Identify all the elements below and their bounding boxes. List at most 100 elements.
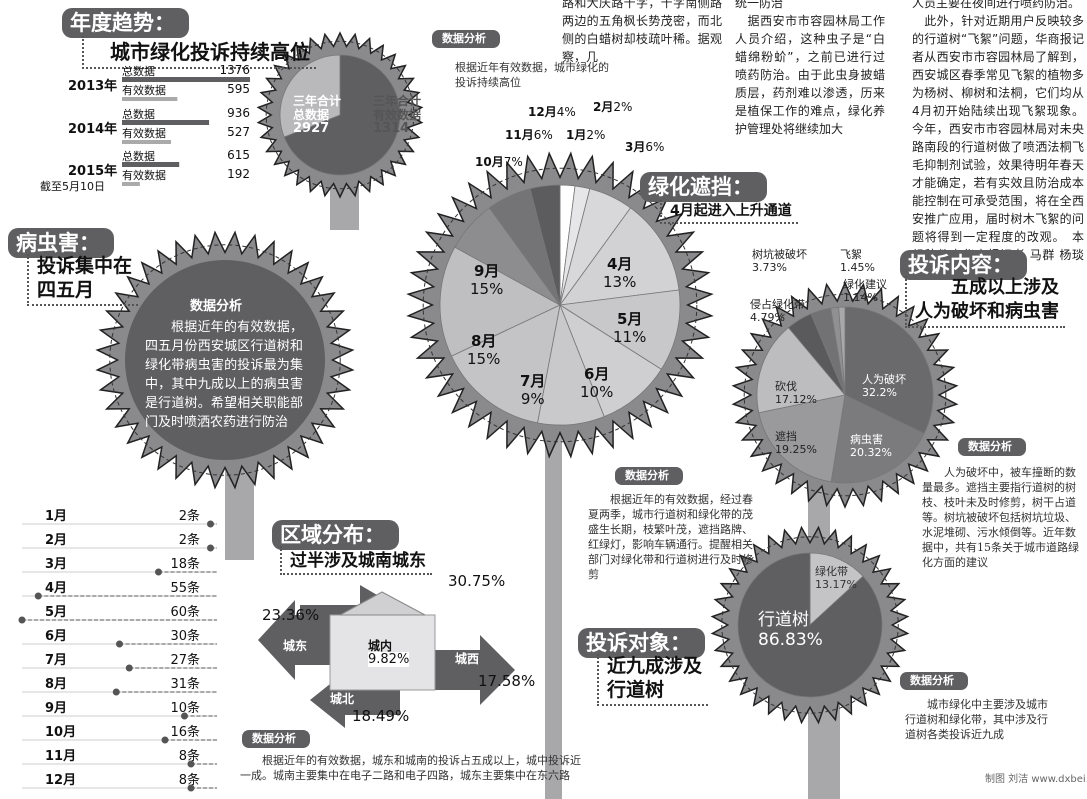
month-count: 55条 xyxy=(170,581,200,596)
region-name: 城西 xyxy=(455,652,480,666)
month-count-dot xyxy=(181,712,188,720)
region-subtitle: 过半涉及城南城东 xyxy=(280,546,432,575)
target-analysis-text: 城市绿化中主要涉及城市行道树和绿化带，其中涉及行道树各类投诉近九成 xyxy=(905,698,1048,741)
region-percent: 18.49% xyxy=(352,707,410,725)
month-label: 8月 xyxy=(45,677,68,692)
target-subtitle: 近九成涉及行道树 xyxy=(597,654,709,706)
month-pie-slice-8 xyxy=(439,246,561,357)
month-count-dot xyxy=(18,616,26,624)
month-count: 10条 xyxy=(170,701,200,716)
month-count-dot xyxy=(116,640,123,648)
valid-value: 192 xyxy=(227,167,250,181)
month-pie-label-12: 12月4% xyxy=(528,105,576,119)
trend-subtitle: 城市绿化投诉持续高位 xyxy=(82,36,316,69)
year-label: 2013年 xyxy=(68,79,118,94)
month-label: 12月 xyxy=(45,773,77,788)
month-count: 2条 xyxy=(178,533,200,548)
region-name: 城东 xyxy=(283,639,308,653)
article-column-2: 统一防治 据西安市市容园林局工作人员介绍，这种虫子是“白蜡绵粉蚧”，之前已进行过… xyxy=(735,0,885,136)
month-label: 6月 xyxy=(45,629,68,644)
pest-title: 病虫害： xyxy=(8,228,114,258)
content-pie-slice-7 xyxy=(838,306,846,396)
month-label: 3月 xyxy=(45,557,68,572)
region-name: 城北 xyxy=(330,692,355,706)
target-pie-slice-1 xyxy=(737,552,883,698)
month-pie-label-10: 10月7% xyxy=(475,155,523,169)
region-analysis-label: 数据分析 xyxy=(242,730,310,748)
month-pie-label-2: 2月2% xyxy=(593,100,633,114)
month-count: 31条 xyxy=(170,677,200,692)
target-title: 投诉对象： xyxy=(578,628,705,658)
content-pie-slice-2 xyxy=(758,394,846,483)
month-label: 5月 xyxy=(45,605,68,620)
total-bar xyxy=(122,120,210,125)
month-pie-slice-7 xyxy=(450,304,561,424)
year-label: 2014年 xyxy=(68,122,118,137)
total-value: 615 xyxy=(227,148,250,162)
total-value: 936 xyxy=(227,106,250,120)
month-count-dot xyxy=(34,592,42,600)
valid-bar xyxy=(122,140,172,144)
valid-bar xyxy=(122,97,178,101)
region-title: 区域分布： xyxy=(272,520,399,550)
total-label: 总数据 xyxy=(122,108,155,121)
region-name: 城南 xyxy=(420,600,445,614)
month-label: 4月 xyxy=(45,581,68,596)
month-pie-slice-11 xyxy=(529,184,561,306)
month-count: 18条 xyxy=(170,557,200,572)
target-pie-slice-0 xyxy=(809,552,864,626)
shade-analysis-label: 数据分析 xyxy=(615,467,683,485)
trend-pie-slice-0 xyxy=(283,54,401,176)
shade-subtitle: 4月起进入上升通道 xyxy=(660,200,798,224)
month-count: 27条 xyxy=(170,653,200,668)
total-label: 总数据 xyxy=(122,150,155,163)
arrow-west xyxy=(420,635,515,705)
month-count: 16条 xyxy=(170,725,200,740)
month-label: 1月 xyxy=(45,509,68,524)
month-label: 9月 xyxy=(45,701,68,716)
article-column-3: 人员主要在夜间进行喷药防治。 此外，针对近期用户反映较多的行道树“飞絮”问题，华… xyxy=(912,0,1084,280)
month-count-dot xyxy=(187,784,195,792)
pest-analysis-text: 根据近年的有效数据，四五月份西安城区行道树和绿化带病虫害的投诉最为集中，其中九成… xyxy=(145,320,303,430)
trend-title: 年度趋势： xyxy=(62,8,189,38)
trend-analysis-text: 根据近年有效数据，城市绿化的投诉持续高位 xyxy=(455,61,609,89)
total-bar xyxy=(122,77,250,82)
month-label: 10月 xyxy=(45,725,77,740)
year-label: 2015年 xyxy=(68,164,118,179)
region-percent: 23.36% xyxy=(262,606,320,624)
month-count-dot xyxy=(207,544,214,552)
total-label: 总数据 xyxy=(122,65,155,78)
pest-circle xyxy=(125,260,325,460)
content-pie-slice-0 xyxy=(844,306,934,435)
month-count: 30条 xyxy=(170,629,200,644)
month-pie-slice-5 xyxy=(559,304,662,418)
month-count-dot xyxy=(207,520,214,528)
month-pie-label-1: 1月2% xyxy=(566,128,606,142)
pest-analysis-label: 数据分析 xyxy=(190,299,243,314)
valid-value: 527 xyxy=(227,125,250,139)
article-column-1: 路和大庆路十字，十字南侧路两边的五角枫长势茂密，而北侧的白蜡树却枝疏叶稀。据观察… xyxy=(562,0,722,64)
content-pie-slice-1 xyxy=(830,394,925,484)
pest-subtitle: 投诉集中在四五月 xyxy=(27,254,139,306)
tree-trunk xyxy=(545,420,562,799)
shade-analysis-text: 根据近年的有效数据，经过春夏两季，城市行道树和绿化带的茂盛生长期，枝繁叶茂，遮挡… xyxy=(588,493,753,581)
region-percent: 17.58% xyxy=(478,672,536,690)
watermark: 制图 刘洁 www.dxbei.com xyxy=(985,774,1087,785)
month-count: 8条 xyxy=(178,773,200,788)
total-value: 1376 xyxy=(219,63,250,77)
month-count-dot xyxy=(161,736,169,744)
month-count-dot xyxy=(187,760,195,768)
month-pie-label-11: 11月6% xyxy=(505,128,553,142)
